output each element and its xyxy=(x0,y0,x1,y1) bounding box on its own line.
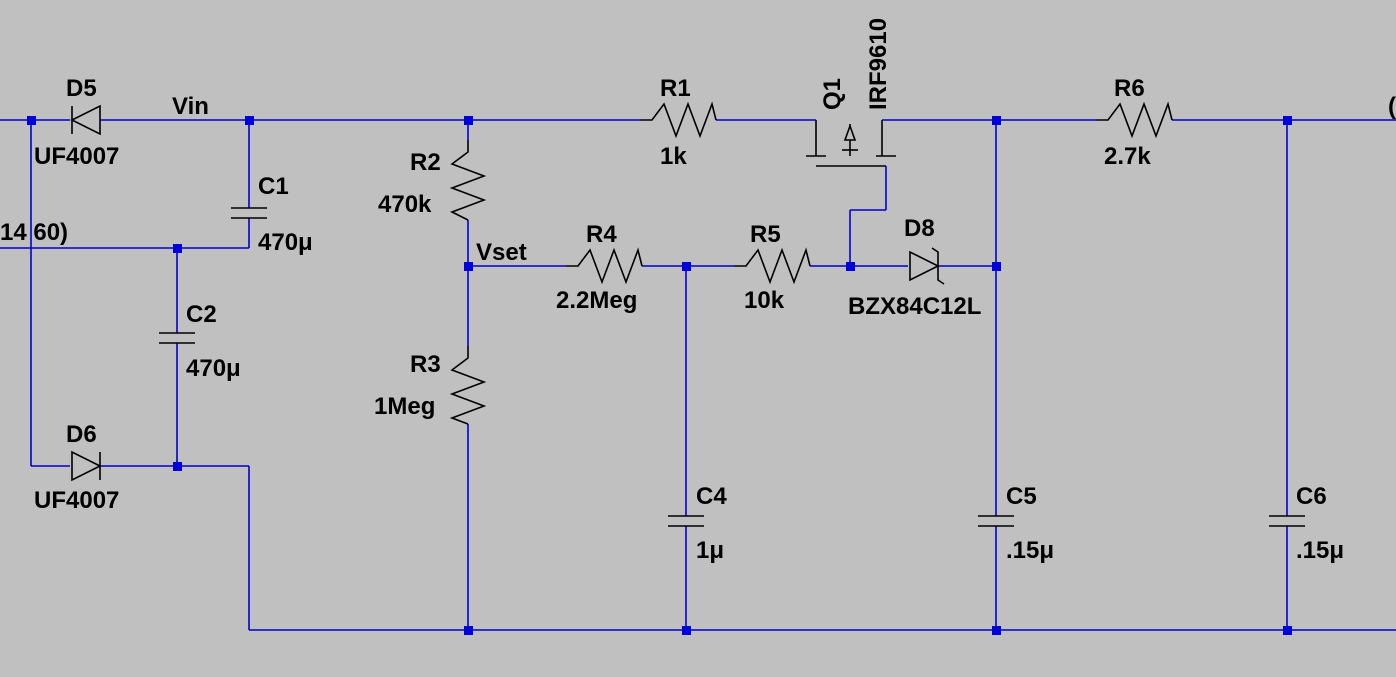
r1-value-label: 1k xyxy=(660,143,687,170)
partial-right-label: ( xyxy=(1388,93,1396,120)
c4-name-label: C4 xyxy=(696,483,727,510)
vset-net-label: Vset xyxy=(476,239,527,266)
junction xyxy=(464,116,473,125)
d8-name-label: D8 xyxy=(904,215,935,242)
r6-name-label: R6 xyxy=(1114,75,1145,102)
junction xyxy=(992,262,1001,271)
c1-value-label: 470μ xyxy=(258,229,313,256)
c2-value-label: 470μ xyxy=(186,355,241,382)
q1-value-label: IRF9610 xyxy=(865,18,892,110)
r4-name-label: R4 xyxy=(586,221,617,248)
r3-name-label: R3 xyxy=(410,351,441,378)
r4-value-label: 2.2Meg xyxy=(556,287,637,314)
resistor-r6[interactable] xyxy=(1096,101,1173,139)
partial-left-label: 14 60) xyxy=(0,219,68,246)
junction xyxy=(682,626,691,635)
capacitor-c5[interactable] xyxy=(978,515,1014,527)
resistor-r5[interactable] xyxy=(734,247,811,285)
c1-name-label: C1 xyxy=(258,173,289,200)
r1-name-label: R1 xyxy=(660,75,691,102)
d6-name-label: D6 xyxy=(66,421,97,448)
r2-name-label: R2 xyxy=(410,149,441,176)
d5-name-label: D5 xyxy=(66,75,97,102)
capacitor-c6[interactable] xyxy=(1269,515,1305,527)
diode-d5[interactable] xyxy=(70,104,101,136)
junctions xyxy=(27,116,1292,635)
r2-value-label: 470k xyxy=(378,191,432,218)
c4-value-label: 1μ xyxy=(696,537,724,564)
junction xyxy=(464,626,473,635)
r6-value-label: 2.7k xyxy=(1104,143,1151,170)
junction xyxy=(992,626,1001,635)
resistor-r4[interactable] xyxy=(566,247,643,285)
capacitor-c1[interactable] xyxy=(231,207,267,219)
junction xyxy=(992,116,1001,125)
diode-d6[interactable] xyxy=(71,450,102,482)
c2-name-label: C2 xyxy=(186,301,217,328)
junction xyxy=(1283,116,1292,125)
junction xyxy=(846,262,855,271)
junction xyxy=(173,462,182,471)
junction xyxy=(173,244,182,253)
resistor-r1[interactable] xyxy=(640,101,717,139)
c5-value-label: .15μ xyxy=(1006,537,1054,564)
r3-value-label: 1Meg xyxy=(374,393,435,420)
d8-value-label: BZX84C12L xyxy=(848,293,981,320)
r5-value-label: 10k xyxy=(744,287,785,314)
c5-name-label: C5 xyxy=(1006,483,1037,510)
resistor-r3[interactable] xyxy=(449,346,487,425)
junction xyxy=(682,262,691,271)
capacitor-c2[interactable] xyxy=(159,332,195,344)
vin-net-label: Vin xyxy=(172,93,209,120)
mosfet-q1[interactable] xyxy=(806,120,896,167)
junction xyxy=(464,262,473,271)
d5-value-label: UF4007 xyxy=(34,143,119,170)
wires xyxy=(0,119,1396,631)
junction xyxy=(245,116,254,125)
junction xyxy=(1283,626,1292,635)
q1-name-label: Q1 xyxy=(819,78,846,110)
capacitor-c4[interactable] xyxy=(668,515,704,527)
d6-value-label: UF4007 xyxy=(34,487,119,514)
c6-value-label: .15μ xyxy=(1296,537,1344,564)
zener-d8[interactable] xyxy=(909,247,945,285)
c6-name-label: C6 xyxy=(1296,483,1327,510)
r5-name-label: R5 xyxy=(750,221,781,248)
resistor-r2[interactable] xyxy=(449,140,487,221)
labels: D5 UF4007 Vin C1 470μ 14 60) C2 470μ D6 … xyxy=(0,18,1396,564)
junction xyxy=(27,116,36,125)
